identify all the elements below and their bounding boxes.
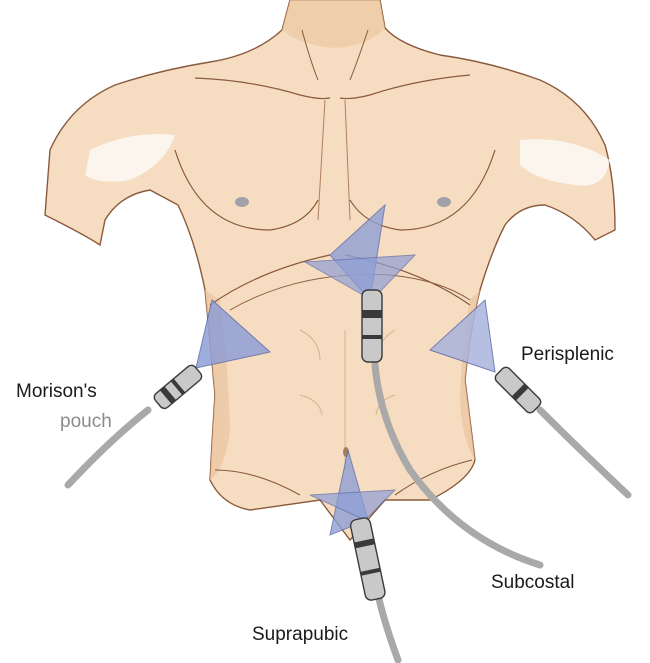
label-perisplenic: Perisplenic <box>521 345 614 364</box>
probe-handle-subcostal <box>362 290 382 362</box>
label-subcostal: Subcostal <box>491 573 574 592</box>
label-morisons: Morison's <box>16 382 97 401</box>
nipple-right <box>437 197 451 207</box>
nipple-left <box>235 197 249 207</box>
cable-suprapubic <box>378 595 398 660</box>
label-suprapubic: Suprapubic <box>252 625 348 644</box>
cable-perisplenic <box>540 410 628 495</box>
probe-handle-suprapubic <box>349 517 386 601</box>
label-pouch: pouch <box>60 412 112 431</box>
